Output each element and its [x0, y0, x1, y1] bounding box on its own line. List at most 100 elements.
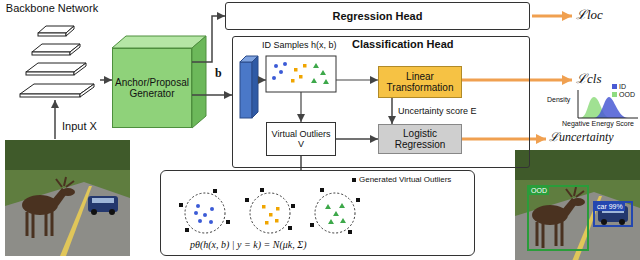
gaussian-clusters-part [333, 211, 339, 216]
loss-term: ℒloc [576, 8, 603, 23]
gaussian-clusters-part-part [213, 189, 217, 193]
gaussian-clusters-part [198, 219, 202, 223]
flow-arrows [259, 80, 378, 122]
gaussian-clusters-part [339, 203, 345, 208]
gaussian-clusters-part [340, 218, 346, 223]
proposal-generator: Anchor/Proposal Generator [112, 48, 192, 128]
id-samples-scatter-part [294, 68, 298, 72]
legend-item: OOD [612, 91, 635, 99]
output-photo [515, 150, 640, 260]
detection-boxes-part [528, 186, 588, 250]
backbone-layers-part [80, 84, 94, 97]
id-samples-scatter [266, 56, 336, 92]
legend-text: ID [619, 83, 626, 91]
connector [100, 79, 112, 81]
output-photo-part [515, 150, 640, 260]
gaussian-clusters-part-part [320, 188, 324, 192]
id-samples-scatter-part [272, 76, 276, 80]
flow-arrows-part [336, 79, 378, 80]
backbone-layers [20, 26, 94, 97]
id-samples-scatter-part [303, 64, 307, 68]
gaussian-clusters-part-part [245, 198, 249, 202]
loss-arrows [462, 16, 572, 139]
gaussian-clusters-part [209, 220, 213, 224]
gaussian-clusters-part-part [260, 188, 264, 192]
connector [336, 138, 378, 140]
edge-label: Uncertainty score E [397, 106, 478, 116]
input-photo-part [5, 140, 130, 256]
gaussian-clusters-part [328, 219, 334, 224]
virtual-outliers-box: Virtual Outliers V [266, 122, 336, 156]
density-plot-part [594, 97, 628, 118]
connector [192, 94, 232, 96]
backbone-layers-part [74, 63, 86, 75]
gaussian-clusters-part [185, 193, 225, 233]
gaussian-clusters-part-part [226, 220, 230, 224]
gaussian-clusters-part [250, 193, 290, 233]
node-text: Backbone Network [6, 2, 98, 15]
legend-item: Generated Virtual Outliers [352, 176, 451, 185]
legend-text: Generated Virtual Outliers [359, 176, 451, 185]
flow-arrows-part [259, 79, 266, 80]
feature-symbol: b [215, 67, 222, 81]
backbone-layers-part [38, 33, 66, 36]
node-text: Anchor/Proposal Generator [115, 77, 189, 100]
input-label: Input X [62, 120, 97, 133]
detection-boxes [528, 186, 632, 250]
node-text: Regression Head [333, 10, 423, 23]
loss-arrows-part [462, 138, 546, 141]
gaussian-clusters-part-part [288, 226, 292, 230]
gaussian-clusters [179, 188, 360, 234]
axis-label: Negative Energy Score [562, 120, 634, 128]
gaussian-clusters-part [203, 213, 207, 217]
node-heading: Classification Head [352, 38, 453, 51]
gaussian-clusters-part [210, 207, 214, 211]
density-plot-part [578, 118, 638, 119]
id-samples-scatter-part [274, 64, 278, 68]
gaussian-clusters-part-part [356, 198, 360, 202]
legend-swatch [612, 92, 617, 97]
node-text: Linear Transformation [381, 71, 459, 94]
legend-sample [352, 178, 356, 182]
id-samples-scatter-part [323, 79, 329, 84]
gaussian-clusters-part [276, 207, 280, 211]
generator-faces-part [192, 36, 206, 128]
detection-boxes-part [594, 202, 632, 226]
backbone-network: Backbone Network [4, 2, 100, 102]
density-plot-part [578, 90, 579, 118]
id-samples-scatter-part [299, 75, 303, 79]
id-samples-scatter-part [313, 63, 319, 68]
connector [192, 16, 225, 62]
flow-arrows-part [300, 92, 301, 122]
gaussian-clusters-part-part [179, 203, 183, 207]
node-text: Logistic Regression [381, 128, 459, 151]
gaussian-clusters-part [315, 193, 355, 233]
backbone-layers-part [26, 72, 74, 75]
generator-faces [112, 36, 206, 128]
linear-transformation: Linear Transformation [378, 66, 462, 98]
node-text: pθ(h(x, b) | y = k) = N(μk, Σ) [190, 239, 307, 251]
logistic-regression: Logistic Regression [378, 124, 462, 154]
gaussian-clusters-part-part [185, 228, 189, 232]
gaussian-clusters-part-part [291, 204, 295, 208]
gaussian-clusters-part [262, 205, 266, 209]
loss-term: ℒcls [576, 72, 601, 87]
density-plot [578, 90, 638, 118]
backbone-layers-part [66, 26, 74, 36]
loss-arrows-part [532, 15, 572, 18]
input-arrow [54, 100, 56, 139]
generator-faces-part [112, 36, 206, 48]
backbone-layers-part [20, 94, 80, 97]
legend-item: ID [612, 83, 626, 91]
regression-head: Regression Head [225, 2, 530, 30]
detection-label: car 99% [595, 203, 625, 211]
node-text: Virtual Outliers V [269, 129, 333, 150]
loss-term: ℒuncertainty [549, 131, 614, 145]
gaussian-clusters-part-part [310, 223, 314, 227]
id-samples-scatter-part [320, 70, 326, 75]
id-samples-scatter-part [311, 78, 317, 83]
loss-arrows-part [462, 79, 572, 82]
input-photo [5, 140, 130, 256]
id-samples-scatter-part [283, 62, 287, 66]
